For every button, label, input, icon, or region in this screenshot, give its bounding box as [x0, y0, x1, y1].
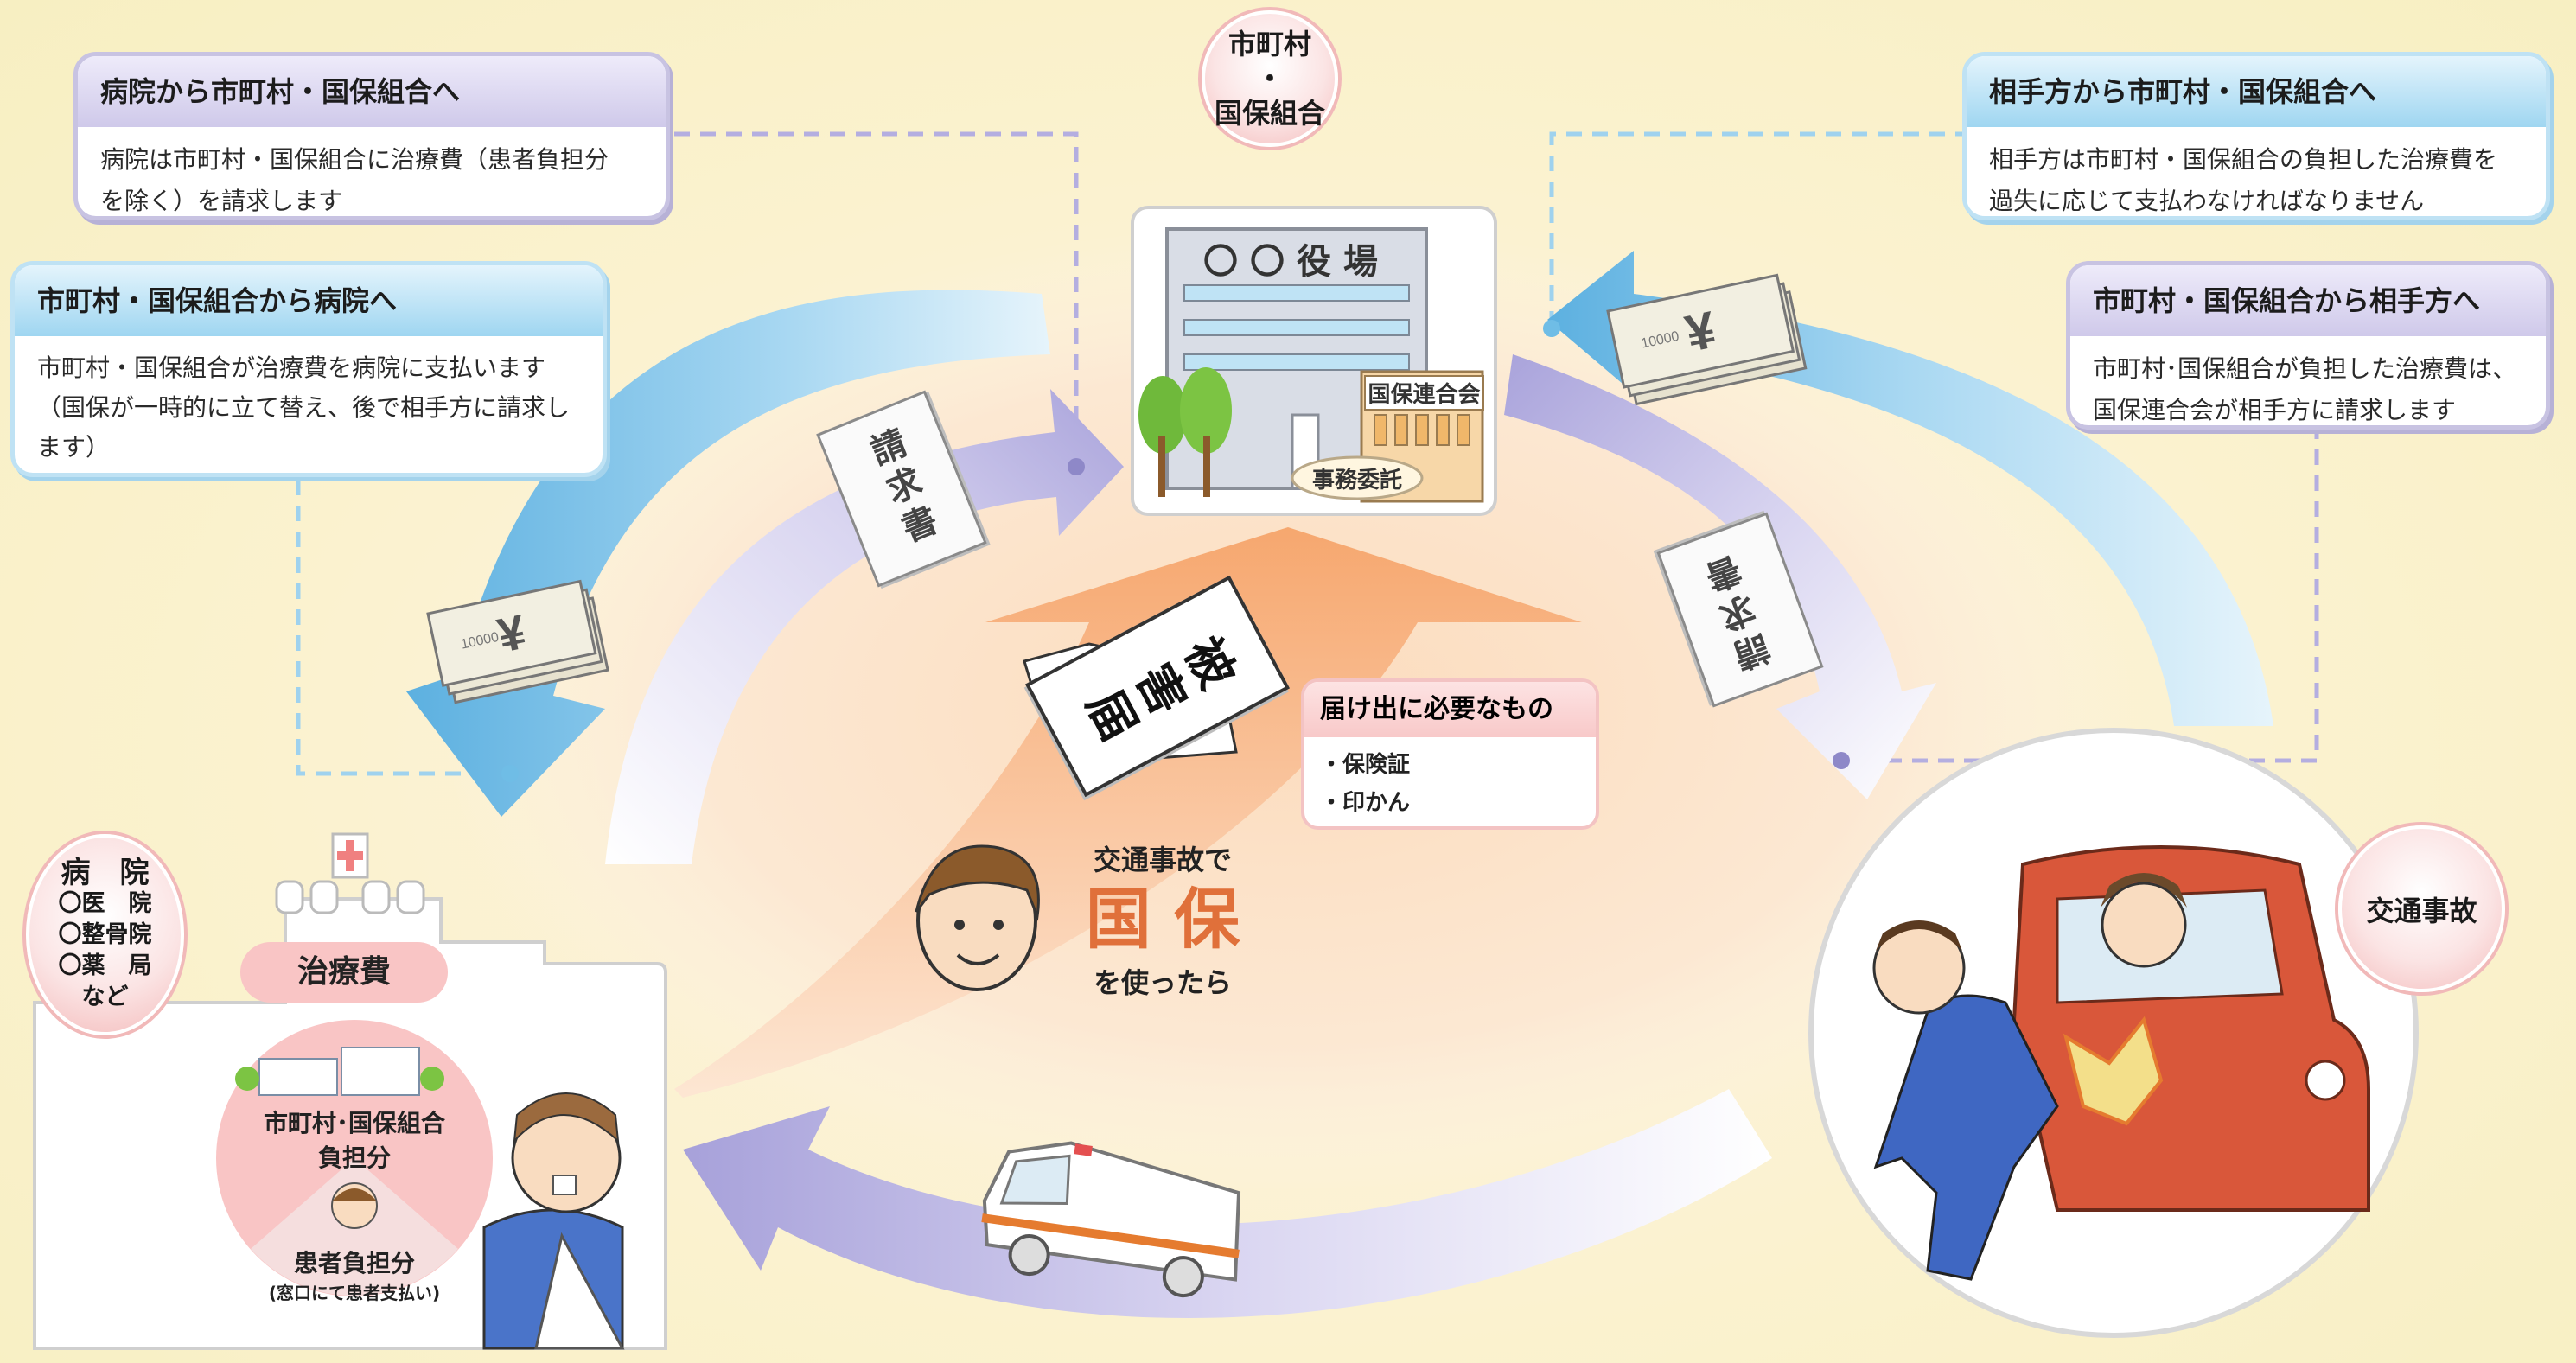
insurer-share-line: 負担分 [317, 1143, 391, 1172]
office-name: 〇〇役場 [1203, 242, 1390, 282]
hospital-title: 病 院 [61, 855, 150, 890]
info-box-line: を除く）を請求します [100, 187, 343, 215]
insurer-share-line: 市町村･国保組合 [263, 1109, 445, 1137]
required-items-title: 届け出に必要なもの [1304, 682, 1596, 737]
ambulance-icon [981, 1141, 1241, 1298]
center-message: 交通事故で 国 保 を使ったら [1063, 838, 1262, 1001]
patient-share-label: 患者負担分 (窓口にて患者支払い) [242, 1245, 467, 1304]
center-message-line3: を使ったら [1093, 966, 1232, 999]
insurer-share-label: 市町村･国保組合 負担分 [233, 1106, 475, 1175]
info-box-line: 市町村･国保組合が負担した治療費は、 [2093, 354, 2517, 383]
money-right-icon: ¥ 10000 [1606, 273, 1808, 406]
center-message-line1: 交通事故で [1093, 844, 1232, 876]
info-box-title: 市町村・国保組合から相手方へ [2070, 265, 2546, 336]
hospital-label: 病 院 〇医 院 〇整骨院 〇薬 局 など [26, 834, 184, 1035]
info-box-line: 市町村・国保組合が治療費を病院に支払います [37, 353, 546, 382]
info-box-party-to-city: 相手方から市町村・国保組合へ 相手方は市町村・国保組合の負担した治療費を 過失に… [1962, 52, 2550, 220]
info-box-title: 病院から市町村・国保組合へ [78, 56, 666, 127]
patient-share-note: (窓口にて患者支払い) [268, 1283, 441, 1303]
treatment-cost-label: 治療費 [240, 942, 448, 1003]
info-box-title: 相手方から市町村・国保組合へ [1967, 56, 2546, 127]
info-box-title: 市町村・国保組合から病院へ [15, 265, 603, 336]
required-item: ・保険証 [1320, 752, 1411, 778]
required-items-box: 届け出に必要なもの ・保険証 ・印かん ・事故証明書（人身） [1301, 678, 1599, 830]
smiling-man-icon [915, 844, 1040, 991]
info-box-line: 国保連合会が相手方に請求します [2093, 396, 2457, 424]
hospital-item: 〇医 院 [58, 889, 152, 917]
hospital-item: 〇整骨院 [58, 920, 152, 948]
money-left-icon: ¥ 10000 [426, 579, 609, 704]
info-box-line: 相手方は市町村・国保組合の負担した治療費を [1989, 145, 2498, 174]
required-item: ・事故証明書（人身） [1320, 822, 1580, 826]
label-line: ・ [1255, 62, 1284, 95]
accident-label: 交通事故 [2338, 825, 2505, 992]
info-box-hospital-to-city: 病院から市町村・国保組合へ 病院は市町村・国保組合に治療費（患者負担分 を除く）… [73, 52, 670, 220]
center-message-big: 国 保 [1085, 881, 1240, 958]
accident-scene [1808, 728, 2419, 1338]
label-line: 国保組合 [1214, 97, 1325, 130]
label-line: 市町村 [1227, 28, 1311, 61]
patient-share-title: 患者負担分 [293, 1249, 415, 1277]
required-item: ・印かん [1320, 790, 1411, 816]
info-box-city-to-hospital: 市町村・国保組合から病院へ 市町村・国保組合が治療費を病院に支払います （国保が… [10, 261, 607, 477]
city-office-building [1131, 206, 1497, 516]
kokuho-federation-label: 国保連合会 [1364, 375, 1484, 411]
hospital-item: など [81, 983, 129, 1010]
injured-person-figure [482, 1092, 625, 1350]
info-box-line: ます） [37, 433, 111, 462]
info-box-line: （国保が一時的に立て替え、後で相手方に請求し [37, 393, 571, 422]
info-box-line: 病院は市町村・国保組合に治療費（患者負担分 [100, 145, 609, 174]
outsourcing-label: 事務委託 [1311, 468, 1402, 494]
hospital-item: 〇薬 局 [58, 952, 152, 979]
city-kokuho-label: 市町村 ・ 国保組合 [1202, 10, 1338, 147]
info-box-city-to-party: 市町村・国保組合から相手方へ 市町村･国保組合が負担した治療費は、 国保連合会が… [2066, 261, 2550, 430]
info-box-line: 過失に応じて支払わなければなりません [1989, 187, 2425, 215]
